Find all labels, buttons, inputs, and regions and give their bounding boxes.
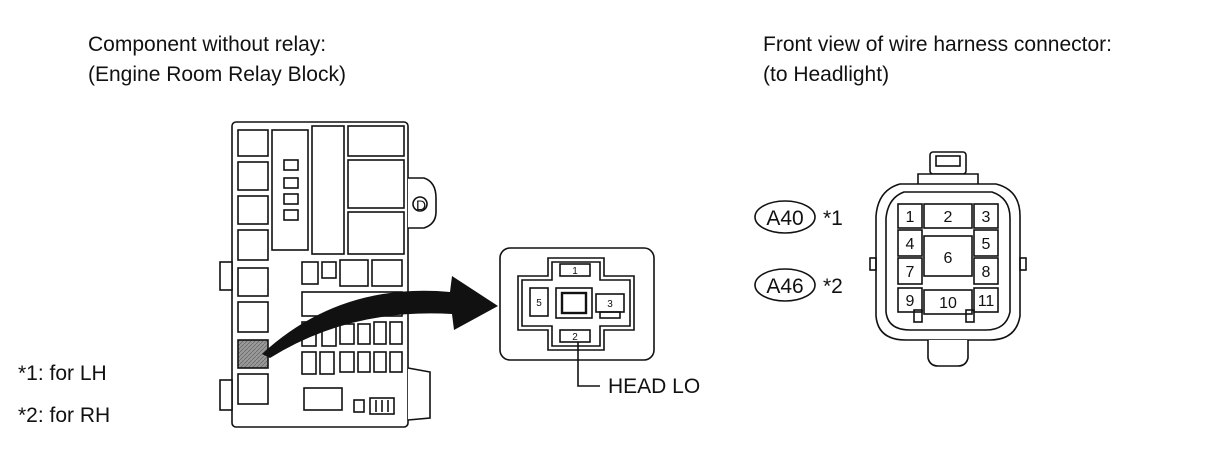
relay-block bbox=[219, 121, 437, 428]
pin-9: 9 bbox=[906, 293, 915, 310]
socket-label-1: 1 bbox=[572, 266, 578, 277]
pin-10: 10 bbox=[939, 295, 957, 312]
pin-3: 3 bbox=[982, 209, 991, 226]
relay-block-body bbox=[231, 121, 409, 428]
left-caption-line2: (Engine Room Relay Block) bbox=[88, 63, 346, 86]
right-caption-line1: Front view of wire harness connector: bbox=[763, 33, 1112, 56]
pin-7: 7 bbox=[906, 264, 915, 281]
note-lh: *1: for LH bbox=[18, 362, 107, 385]
connector-housing bbox=[875, 183, 1021, 341]
left-caption-line1: Component without relay: bbox=[88, 33, 327, 56]
pin-4: 4 bbox=[906, 236, 915, 253]
connector-pin-labels: 1 2 3 4 5 6 7 8 9 10 11 bbox=[906, 209, 995, 312]
pin-11: 11 bbox=[978, 293, 995, 310]
connector-code-a46-note: *2 bbox=[823, 275, 843, 298]
socket-zoom bbox=[499, 247, 655, 387]
left-caption: Component without relay: (Engine Room Re… bbox=[88, 30, 346, 90]
socket-label-2: 2 bbox=[572, 332, 578, 343]
socket-terminal-2 bbox=[559, 329, 591, 343]
right-caption-line2: (to Headlight) bbox=[763, 63, 890, 86]
relay-block-side-letter: D bbox=[416, 197, 426, 213]
harness-connector bbox=[869, 151, 1027, 367]
pin-1: 1 bbox=[906, 209, 915, 226]
connector-code-a40-note: *1 bbox=[823, 207, 843, 230]
head-lo-leader bbox=[577, 342, 600, 387]
callout-arrow bbox=[262, 276, 498, 358]
socket-label-3: 3 bbox=[607, 299, 613, 310]
pin-8: 8 bbox=[982, 264, 991, 281]
head-lo-label: HEAD LO bbox=[608, 375, 700, 398]
connector-code-a46: A46 *2 bbox=[754, 268, 843, 302]
note-rh: *2: for RH bbox=[18, 404, 111, 427]
pin-6: 6 bbox=[944, 250, 953, 267]
pin-5: 5 bbox=[982, 236, 991, 253]
connector-code-a40: A40 *1 bbox=[754, 200, 843, 234]
socket-terminal-1 bbox=[559, 263, 591, 277]
right-caption: Front view of wire harness connector: (t… bbox=[763, 30, 1112, 90]
connector-code-a40-text: A40 bbox=[766, 207, 803, 230]
relay-block-bulge bbox=[408, 177, 437, 229]
socket-label-5: 5 bbox=[536, 298, 542, 309]
pin-2: 2 bbox=[944, 209, 953, 226]
connector-code-a46-text: A46 bbox=[766, 275, 803, 298]
socket-terminal-5 bbox=[529, 287, 549, 317]
